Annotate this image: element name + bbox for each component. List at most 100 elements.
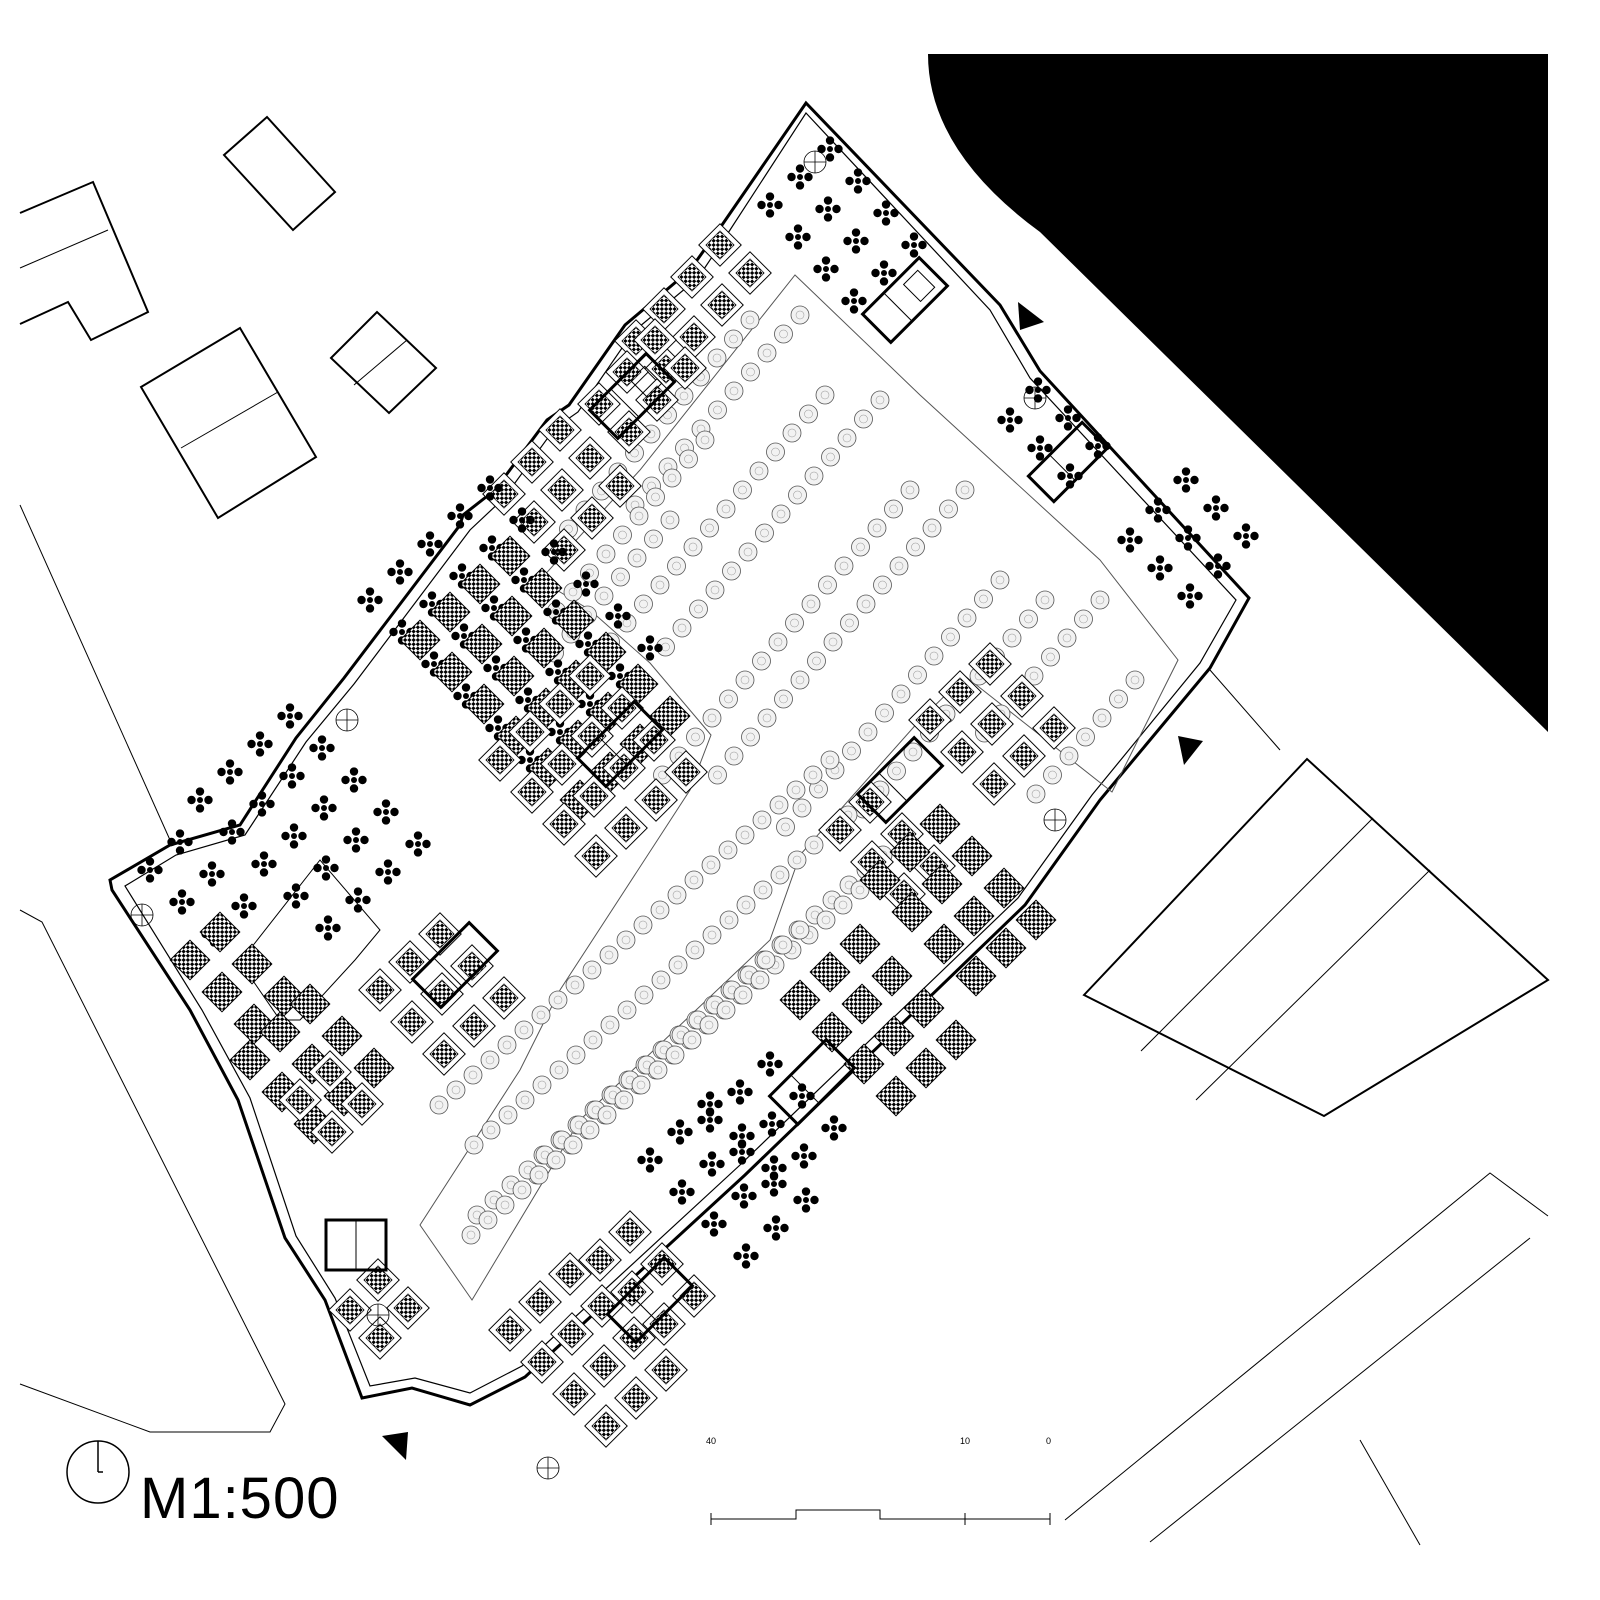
table-group-icon — [1201, 493, 1231, 523]
market-stall — [809, 951, 851, 993]
market-stall — [871, 955, 913, 997]
table-group-icon — [755, 190, 785, 220]
market-stall — [353, 1047, 395, 1089]
north-arrow-icon — [66, 1440, 130, 1504]
tree-icon — [459, 1061, 487, 1089]
table-group-icon — [1171, 465, 1201, 495]
service-cores — [324, 255, 1110, 1345]
core-west — [575, 699, 665, 789]
tree-icon — [764, 628, 792, 656]
spiral-stair-icon — [803, 150, 827, 174]
table-group-icon — [249, 849, 279, 879]
tree-icon — [765, 791, 793, 819]
tree-icon — [902, 533, 929, 561]
market-stall — [728, 251, 772, 295]
tree-icon — [703, 344, 731, 372]
table-group-icon — [245, 729, 275, 759]
tree-icon — [578, 956, 606, 984]
market-stall — [607, 410, 651, 454]
market-stall — [422, 1032, 466, 1076]
entrance-arrow-icon — [1178, 736, 1203, 765]
table-group-icon — [899, 230, 929, 260]
market-stall — [644, 1348, 688, 1392]
table-group-icon — [1025, 433, 1055, 463]
tree-icon — [664, 951, 692, 979]
table-group-icon — [165, 827, 195, 857]
table-group-icon — [135, 855, 165, 885]
tree-icon — [737, 358, 764, 386]
tree-icon — [720, 377, 748, 405]
tree-icon — [630, 981, 658, 1009]
boundary-line — [1359, 1439, 1421, 1546]
tree-icon — [668, 614, 696, 642]
tree-icon — [1022, 780, 1050, 808]
market-stall — [570, 496, 614, 540]
table-group-icon — [1115, 525, 1145, 555]
tree-icon — [715, 906, 743, 934]
boundary-line — [19, 909, 286, 1433]
scale-bar-label-40: 40 — [706, 1436, 717, 1446]
tree-icon — [745, 457, 773, 485]
tree-icon — [797, 590, 825, 618]
tree-icon — [786, 666, 814, 694]
table-group-icon — [841, 226, 871, 256]
tree-icon — [640, 525, 667, 553]
tree-icon — [715, 685, 742, 713]
market-stall — [552, 1372, 596, 1416]
tree-icon — [1105, 685, 1132, 713]
market-stall — [779, 979, 821, 1021]
table-group-icon — [1143, 495, 1173, 525]
tree-icon — [847, 533, 874, 561]
tree-icon — [511, 1086, 539, 1114]
market-stall — [386, 1286, 430, 1330]
neighbour-building — [1082, 757, 1550, 1118]
tree-icon — [1053, 624, 1081, 652]
tree-icon — [701, 576, 729, 604]
market-stall — [390, 1000, 434, 1044]
tree-icon — [442, 1076, 470, 1104]
tree-icon — [680, 866, 708, 894]
tree-icon — [1072, 723, 1099, 751]
table-group-icon — [185, 785, 215, 815]
tree-icon — [663, 552, 690, 580]
market-stall — [518, 1280, 562, 1324]
tree-icon — [852, 590, 880, 618]
tree-icon — [970, 585, 997, 613]
tree-icon — [784, 481, 811, 509]
table-group-icon — [197, 859, 227, 889]
tree-icon — [1088, 704, 1116, 732]
tree-icon — [527, 1001, 555, 1029]
tree-icon — [918, 514, 946, 542]
scale-label: M1:500 — [140, 1466, 340, 1531]
tree-icon — [1031, 586, 1059, 614]
market-stall — [358, 1316, 402, 1360]
spiral-stair-icon — [1023, 386, 1047, 410]
tree-icon — [720, 742, 748, 770]
market-stall — [582, 1344, 626, 1388]
tree-icon — [1086, 586, 1114, 614]
tree-icon — [714, 836, 742, 864]
table-group-icon — [761, 1213, 791, 1243]
table-group-icon — [355, 585, 385, 615]
neighbour-building-divider — [1140, 817, 1374, 1052]
tree-icon — [811, 381, 839, 409]
tree-icon — [704, 761, 731, 789]
tree-icon — [871, 699, 898, 727]
tree-icon — [682, 723, 709, 751]
market-stall — [482, 976, 526, 1020]
spiral-stair-icon — [1043, 808, 1067, 832]
tree-icon — [782, 776, 810, 804]
tree-icon — [800, 462, 828, 490]
market-stall — [321, 1015, 363, 1057]
market-stall — [1002, 734, 1046, 778]
tree-icon — [836, 609, 863, 637]
tree-icon — [1070, 605, 1097, 633]
core-north — [860, 255, 950, 345]
table-group-icon — [1145, 553, 1175, 583]
tree-icon — [770, 685, 797, 713]
tree-icon — [718, 557, 745, 585]
tree-icon — [646, 571, 674, 599]
tree-icon — [457, 1221, 485, 1249]
tree-icon — [998, 624, 1026, 652]
